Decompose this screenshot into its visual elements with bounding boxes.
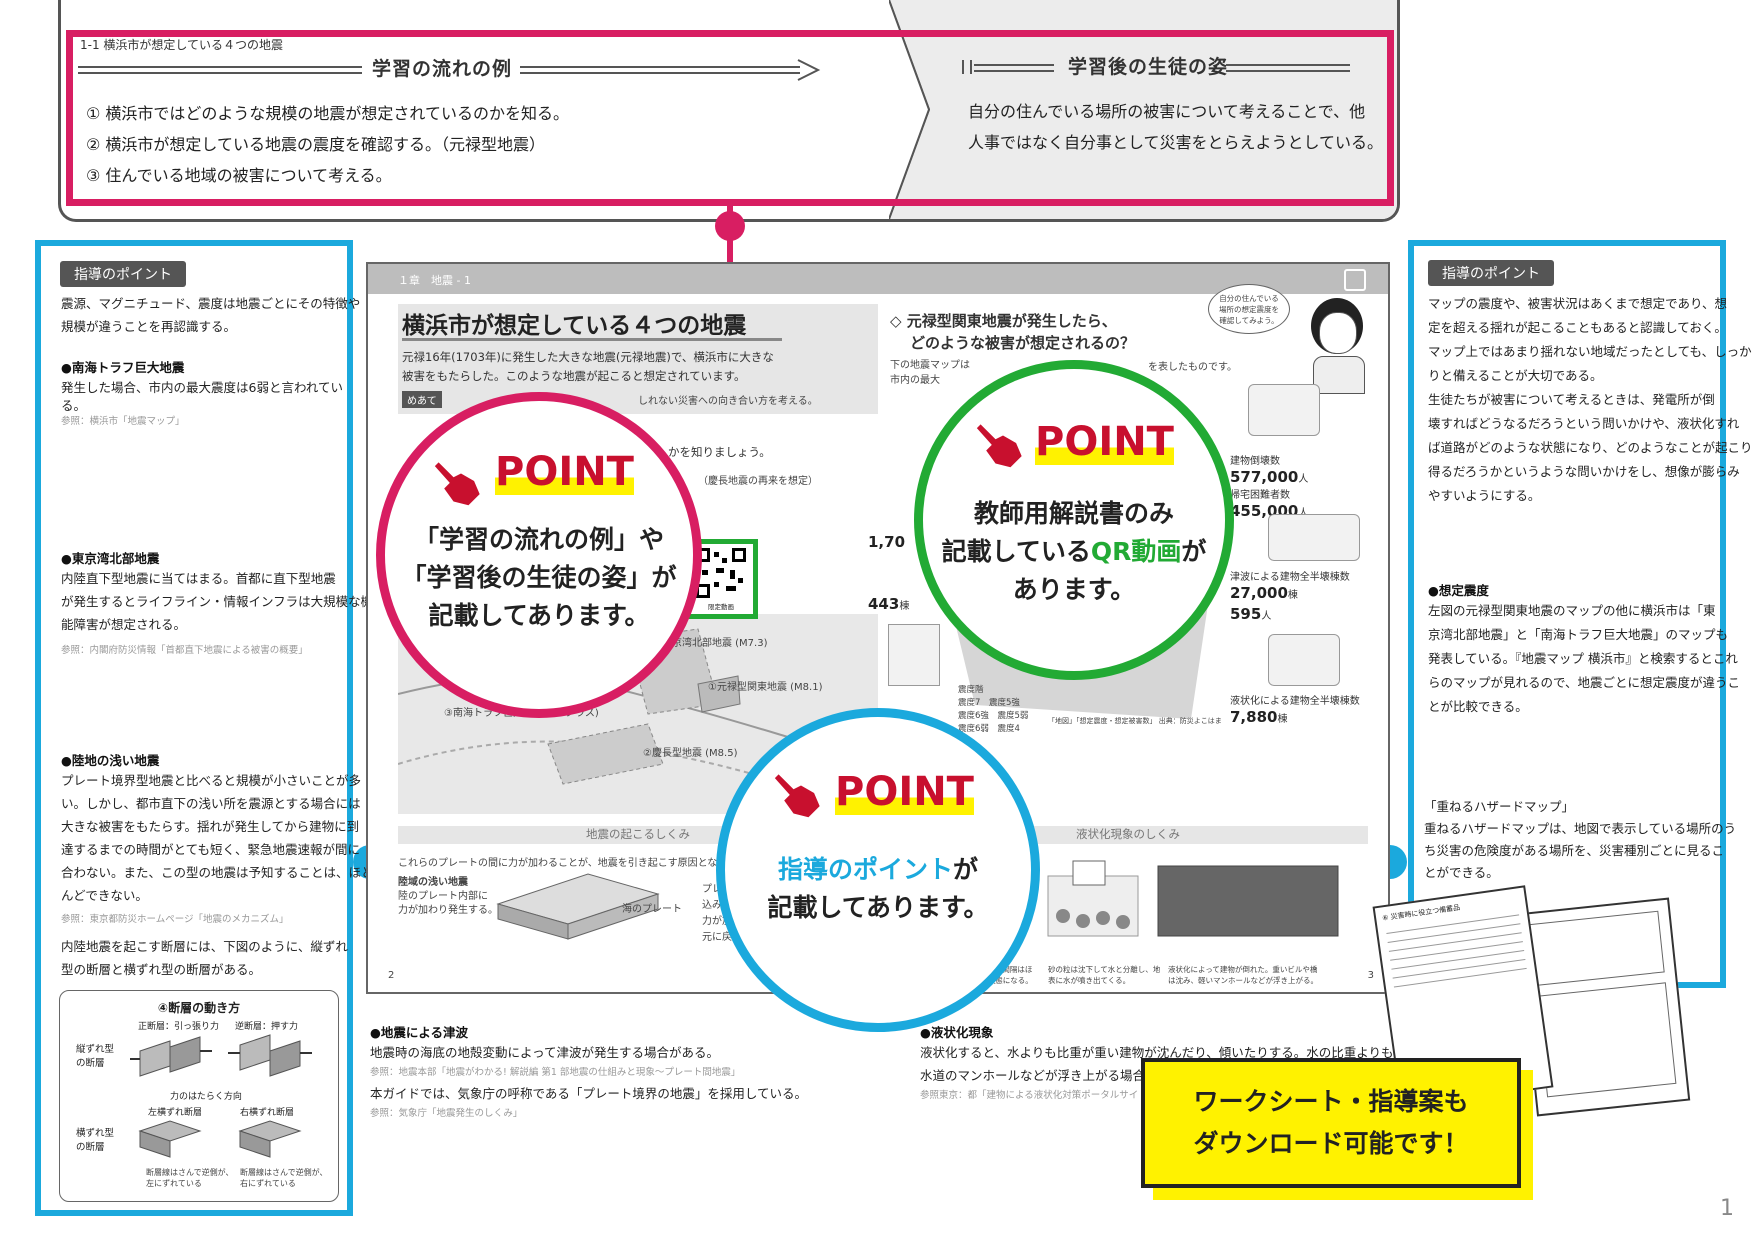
quake-label-2: ②慶長型地震 (M8.5) bbox=[643, 748, 738, 759]
reverse-fault-label: 逆断層：押す力 bbox=[235, 1022, 299, 1032]
right-lateral-note: 断層線はさんで逆側が、右にずれている bbox=[240, 1168, 328, 1188]
pointing-hand-icon bbox=[774, 774, 820, 818]
mid-text-1: かを知りましょう。 bbox=[668, 445, 771, 459]
point-label: POINT bbox=[1035, 419, 1174, 465]
stat-partial: 1,70 bbox=[868, 533, 906, 551]
family-illustration bbox=[1248, 384, 1320, 436]
left-lateral-note: 断層線はさんで逆側が、左にずれている bbox=[146, 1168, 234, 1188]
flow-item-3: ③ 住んでいる地域の被害について考える。 bbox=[86, 166, 392, 185]
pointing-hand-icon bbox=[976, 424, 1022, 468]
section-label: 1-1 横浜市が想定している４つの地震 bbox=[80, 38, 284, 52]
aim-tag: めあて bbox=[402, 391, 442, 408]
intensity-legend: 震度階 震度7 震度5強 震度6強 震度5弱 震度6弱 震度4 bbox=[958, 685, 1029, 734]
after-line bbox=[974, 64, 1054, 72]
point-guidance-text: 指導のポイントが 記載してあります。 bbox=[767, 855, 989, 922]
fault-figure-title: ④断層の動き方 bbox=[157, 1001, 241, 1015]
tsunami-illustration bbox=[1268, 514, 1360, 561]
point-flow-text: 「学習の流れの例」や「学習後の生徒の姿」が記載してあります。 bbox=[401, 525, 677, 630]
flow-arrow-line bbox=[78, 66, 368, 74]
right-question: ◇ 元禄型関東地震が発生したら、どのような被害が想定されるの？ bbox=[890, 312, 1136, 352]
shallow-quake-box: 陸域の浅い地震 陸のプレート内部に力が加わり発生する。 bbox=[398, 877, 498, 916]
plate-diagram bbox=[496, 873, 660, 940]
quake-label-4: ④東京湾北部地震 (M7.3) bbox=[653, 638, 768, 649]
right-guidance-panel bbox=[1408, 240, 1726, 988]
page-title: 横浜市が想定している４つの地震 bbox=[402, 313, 747, 339]
download-line-1: ワークシート・指導案も bbox=[1193, 1087, 1469, 1116]
flow-arrow-line bbox=[520, 66, 800, 74]
mid-text-2: （慶長地震の再来を想定） bbox=[698, 476, 818, 487]
title-underline bbox=[402, 338, 782, 341]
arrow-right-icon bbox=[797, 59, 821, 81]
horizontal-fault-label: 横ずれ型の断層 bbox=[76, 1128, 115, 1153]
house-illustration bbox=[888, 624, 940, 686]
page-number-left: 2 bbox=[388, 970, 395, 981]
left-section-nankai: ●南海トラフ巨大地震 発生した場合、市内の最大震度は6弱と言われてい る。 参照… bbox=[61, 360, 343, 427]
fault-figure: ④断層の動き方 正断層：引っ張り力 逆断層：押す力 縦ずれ型の断層 力のはたらく… bbox=[59, 990, 339, 1202]
left-section-tokyo-bay: ●東京湾北部地震 内陸直下型地震に当てはまる。首都に直下型地震 が発生するとライ… bbox=[61, 551, 374, 656]
bottom-tsunami-note: ●地震による津波 地震時の海底の地殻変動によって津波が発生する場合がある。 参照… bbox=[370, 1025, 808, 1119]
after-text-2: 人事ではなく自分事として災害をとらえようとしている。 bbox=[968, 133, 1384, 152]
left-lateral-label: 左横ずれ断層 bbox=[148, 1108, 203, 1118]
right-intro: マップの震度や、被害状況はあくまで想定であり、想定を超える揺れが起こることもある… bbox=[1428, 296, 1753, 503]
student-avatar bbox=[1303, 294, 1373, 394]
chapter-label: １章 地震 - 1 bbox=[398, 274, 471, 287]
guidance-tag: 指導のポイント bbox=[1428, 260, 1554, 286]
title-box bbox=[398, 304, 878, 414]
pink-highlight-frame bbox=[66, 30, 1394, 206]
bar-icon bbox=[962, 60, 972, 74]
page-number: 1 bbox=[1720, 1196, 1734, 1221]
horizontal-fault-blocks bbox=[138, 1120, 302, 1158]
textbook-spread: １章 地震 - 1 横浜市が想定している４つの地震 元禄16年(1703年)に発… bbox=[366, 262, 1390, 994]
qr-label: 限定動画 bbox=[708, 603, 734, 611]
right-sub: 下の地震マップは市内の最大 bbox=[890, 360, 970, 386]
speech-bubble: 自分の住んでいる場所の想定震度を確認してみよう。 bbox=[1208, 284, 1290, 334]
right-section-intensity: ●想定震度 左図の元禄型関東地震のマップの他に横浜市は「東 京湾北部地震」と「南… bbox=[1428, 583, 1741, 714]
flow-heading: 学習の流れの例 bbox=[362, 54, 523, 81]
vertical-fault-blocks bbox=[130, 1034, 312, 1077]
download-callout[interactable]: ワークシート・指導案もダウンロード可能です！ bbox=[1141, 1058, 1521, 1188]
guidance-tag: 指導のポイント bbox=[60, 261, 186, 287]
bottom-liquefaction-note: ●液状化現象 液状化すると、水よりも比重が重い建物が沈んだり、傾いたりする。水の… bbox=[920, 1025, 1432, 1101]
point-circle-flow: POINT 「学習の流れの例」や「学習後の生徒の姿」が記載してあります。 bbox=[376, 392, 702, 718]
point-label: POINT bbox=[835, 769, 974, 815]
liquefaction-illustration bbox=[1268, 634, 1340, 686]
left-intro: 震源、マグニチュード、震度は地震ごとにその特徴や規模が違うことを再認識する。 bbox=[61, 296, 361, 334]
chapter-bar bbox=[368, 264, 1388, 294]
vertical-fault-label: 縦ずれ型の断層 bbox=[76, 1044, 115, 1069]
point-circle-guidance: POINT 指導のポイントが 記載してあります。 bbox=[716, 708, 1040, 1032]
stat-tsunami-deaths: 595人 bbox=[1230, 605, 1272, 623]
plate-text: これらのプレートの間に力が加わることが、地震を引き起こす原因となってます。 bbox=[398, 858, 766, 869]
quake-label-1: ①元禄型関東地震 (M8.1) bbox=[708, 682, 823, 693]
map-source: 「地図」「想定震度・想定被害数」 出典：防災よこはま bbox=[1048, 717, 1222, 725]
sea-plate-label: 海のプレート bbox=[622, 904, 682, 915]
page-lead: 元禄16年(1703年)に発生した大きな地震(元禄地震)で、横浜市に大きな被害を… bbox=[402, 350, 774, 383]
flow-item-1: ① 横浜市ではどのような規模の地震が想定されているのかを知る。 bbox=[86, 104, 569, 123]
pointing-hand-icon bbox=[434, 462, 480, 506]
normal-fault-label: 正断層：引っ張り力 bbox=[138, 1022, 220, 1032]
point-qr-text: 教師用解説書のみ 記載しているQR動画が あります。 bbox=[941, 499, 1207, 604]
point-circle-qr: POINT 教師用解説書のみ 記載しているQR動画が あります。 bbox=[914, 360, 1234, 680]
download-line-2: ダウンロード可能です！ bbox=[1193, 1129, 1469, 1158]
hazard-map-note: 「重ねるハザードマップ」重ねるハザードマップは、地図で表示している場所のう ち災… bbox=[1424, 799, 1737, 880]
after-line bbox=[1226, 64, 1350, 72]
home-icon bbox=[1344, 269, 1366, 291]
stat-buildings-left: 443棟 bbox=[868, 595, 910, 613]
liq-caption-3: 液状化によって建物が倒れた。重いビルや橋は沈み、軽いマンホールなどが浮き上がる。 bbox=[1168, 965, 1318, 985]
aim-text: しれない災害への向き合い方を考える。 bbox=[638, 396, 818, 407]
fault-intro: 内陸地震を起こす断層には、下図のように、縦ずれ型の断層と横ずれ型の断層がある。 bbox=[61, 939, 348, 977]
right-lateral-label: 右横ずれ断層 bbox=[240, 1108, 295, 1118]
point-label: POINT bbox=[495, 449, 634, 495]
after-heading: 学習後の生徒の姿 bbox=[1058, 52, 1239, 79]
flow-item-2: ② 横浜市が想定している地震の震度を確認する。（元禄型地震） bbox=[86, 135, 545, 154]
right-sub-2: を表したものです。 bbox=[1148, 362, 1237, 373]
force-direction-label: 力のはたらく方向 bbox=[170, 1092, 242, 1102]
left-section-shallow: ●陸地の浅い地震 プレート境界型地震と比べると規模が小さいことが多 い。しかし、… bbox=[61, 753, 374, 925]
after-text-1: 自分の住んでいる場所の被害について考えることで、他 bbox=[968, 102, 1366, 121]
qr-code-icon bbox=[696, 548, 746, 598]
liq-caption-2: 砂の粒は沈下して水と分離し、地表に水が噴き出てくる。 bbox=[1048, 965, 1161, 985]
page-number-right: 3 bbox=[1367, 970, 1374, 981]
